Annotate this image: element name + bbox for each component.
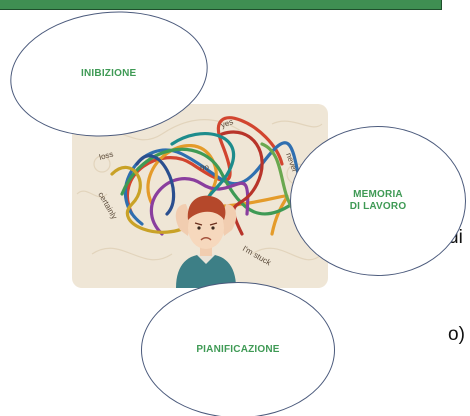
tangled-thoughts-illustration: yes no loss never certainly I'm stuck (72, 104, 328, 288)
cut-text-line-2: o) (448, 324, 465, 345)
word-no: no (200, 163, 209, 172)
bubble-label-memoria-di-lavoro: MEMORIA DI LAVORO (349, 188, 407, 213)
bubble-label-inibizione: INIBIZIONE (81, 67, 137, 79)
top-banner (0, 0, 442, 10)
word-yes: yes (220, 117, 235, 130)
bubble-memoria-di-lavoro: MEMORIA DI LAVORO (290, 126, 466, 276)
bubble-label-pianificazione: PIANIFICAZIONE (196, 343, 280, 355)
word-loss: loss (98, 150, 114, 162)
illustration-svg: yes no loss never certainly I'm stuck (76, 116, 323, 288)
word-certainly: certainly (96, 191, 119, 221)
word-im-stuck: I'm stuck (241, 244, 273, 268)
person-figure (175, 195, 237, 288)
bubble-pianificazione: PIANIFICAZIONE (141, 282, 335, 416)
